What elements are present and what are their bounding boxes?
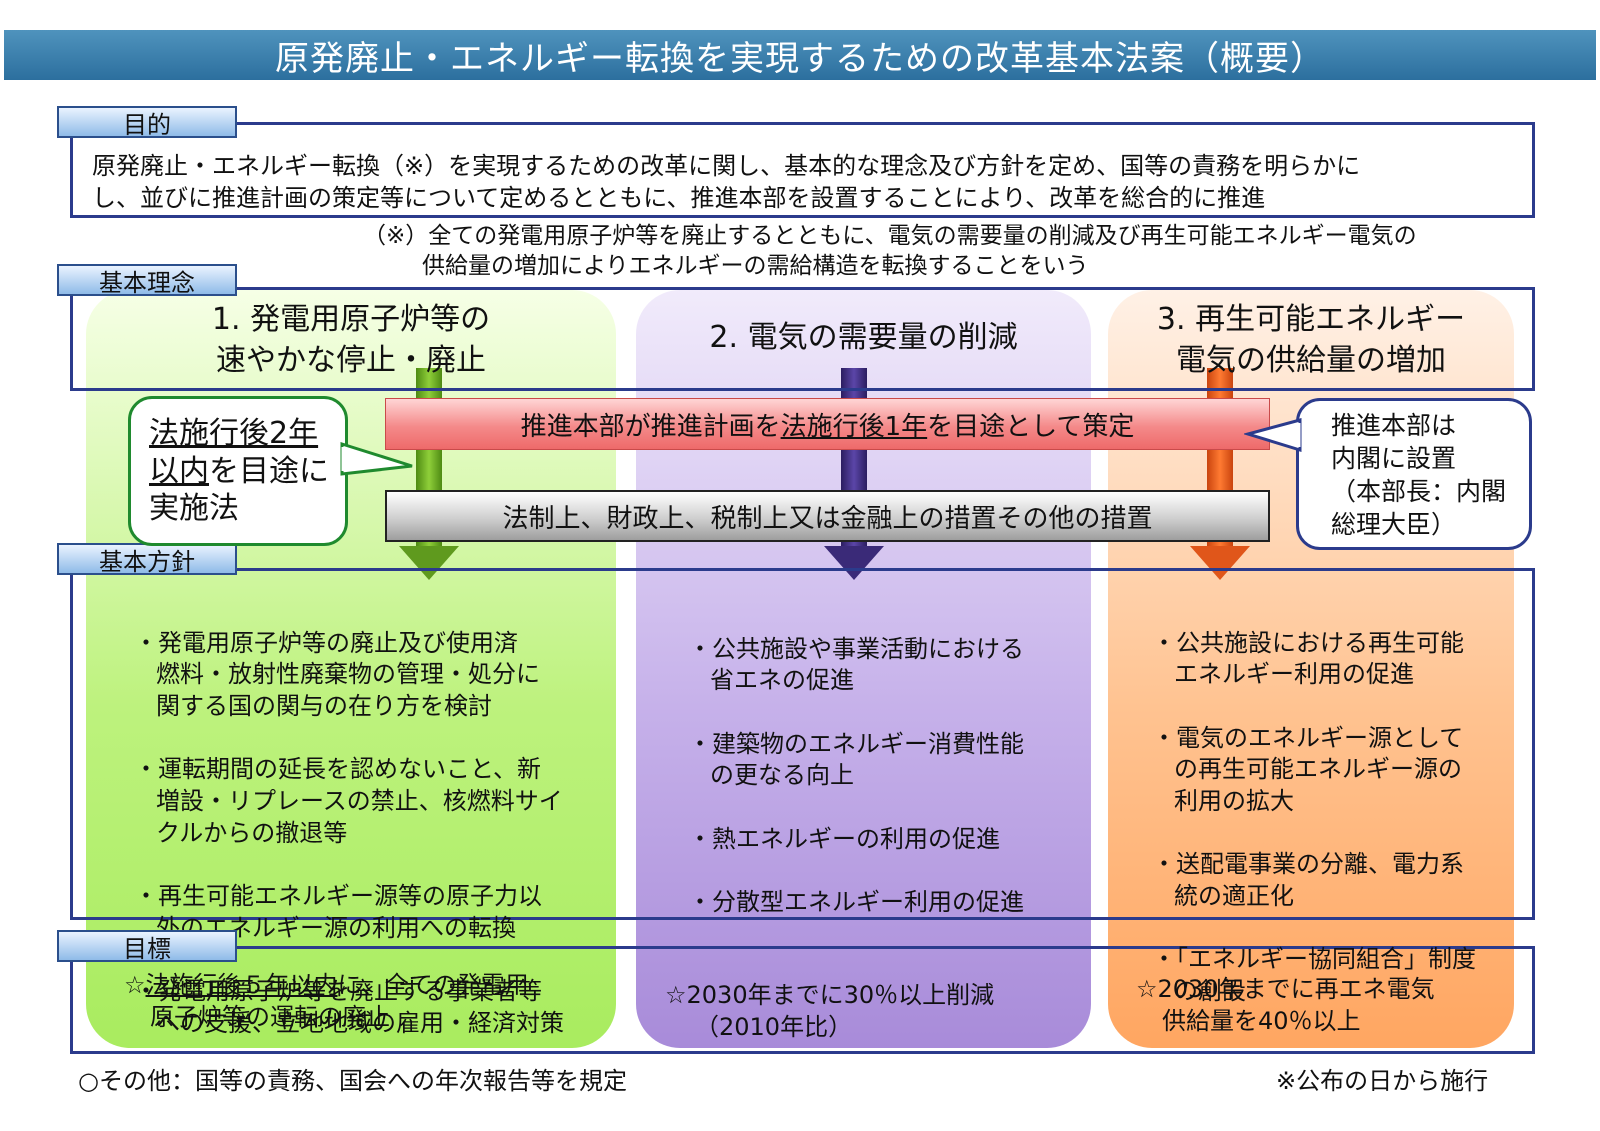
callout-implementation-law: 法施行後2年 以内を目途に 実施法 xyxy=(128,396,348,546)
principle-2: 2. 電気の需要量の削減 xyxy=(709,320,1018,355)
plan-bar-deadline: 法施行後1年 xyxy=(780,411,928,442)
policy-item: ・「エネルギー協同組合」制度 の創設 xyxy=(1152,945,1476,1006)
callout-left-line-2-text: を目途に xyxy=(209,453,329,489)
goal-1-deadline: 法施行後５年以内 xyxy=(145,971,338,999)
purpose-note-2: 供給量の増加によりエネルギーの需給構造を転換することをいう xyxy=(422,253,1089,279)
policy-item: ・送配電事業の分離、電力系 統の適正化 xyxy=(1152,850,1464,911)
policy-item: ・熱エネルギーの利用の促進 xyxy=(688,824,1000,853)
purpose-note-1: （※）全ての発電用原子炉等を廃止するとともに、電気の需要量の削減及び再生可能エネ… xyxy=(363,223,1417,249)
goal-3: ☆2030年までに再エネ電気 供給量を40％以上 xyxy=(1136,974,1435,1037)
policy-item: ・建築物のエネルギー消費性能 の更なる向上 xyxy=(688,729,1024,790)
arrow-head-3 xyxy=(1190,546,1250,580)
purpose-text: 原発廃止・エネルギー転換（※）を実現するための改革に関し、基本的な理念及び方針を… xyxy=(92,150,1360,215)
callout-left-line-1: 法施行後2年 xyxy=(149,415,345,453)
policy-item: ・発電用原子炉等の廃止及び使用済 燃料・放射性廃棄物の管理・処分に 関する国の関… xyxy=(134,628,540,721)
measures-bar: 法制上、財政上、税制上又は金融上の措置その他の措置 xyxy=(385,490,1270,542)
callout-left-pointer xyxy=(340,441,413,476)
principle-3-line-1: 3. 再生可能エネルギー xyxy=(1156,302,1466,337)
section-label-principles: 基本理念 xyxy=(57,264,237,297)
callout-left-line-2: 以内を目途に xyxy=(149,453,345,491)
purpose-line-2: し、並びに推進計画の策定等について定めるとともに、推進本部を設置することにより、… xyxy=(92,184,1266,213)
callout-left-line-3: 実施法 xyxy=(149,491,239,526)
arrow-head-2 xyxy=(824,546,884,580)
purpose-line-1: 原発廃止・エネルギー転換（※）を実現するための改革に関し、基本的な理念及び方針を… xyxy=(92,152,1361,180)
callout-right-line-3: （本部長：内閣 xyxy=(1331,477,1507,506)
policy-item: ・公共施設や事業活動における 省エネの促進 xyxy=(688,634,1024,695)
callout-right-line-4: 総理大臣） xyxy=(1331,510,1457,539)
plan-bar-post: を目途として策定 xyxy=(927,411,1135,442)
footer-other: ○その他：国等の責務、国会への年次報告等を規定 xyxy=(78,1067,627,1095)
goal-1-line-1-text: に、全ての発電用 xyxy=(337,971,529,999)
goal-2-line-1: ☆2030年までに30％以上削減 xyxy=(665,981,995,1009)
callout-right-line-1: 推進本部は xyxy=(1331,411,1457,440)
callout-right-pointer xyxy=(1244,418,1302,453)
footer-enforcement: ※公布の日から施行 xyxy=(1276,1067,1489,1095)
principle-3: 3. 再生可能エネルギー 電気の供給量の増加 xyxy=(1108,300,1514,381)
policy-item: ・電気のエネルギー源として の再生可能エネルギー源の 利用の拡大 xyxy=(1152,723,1464,816)
policy-item: ・発電用原子炉等を廃止する事業者等 への支援、立地地域の雇用・経済対策 xyxy=(134,977,564,1037)
section-label-goals: 目標 xyxy=(57,930,237,963)
principles-band xyxy=(70,287,1535,391)
goal-1: ☆法施行後５年以内に、全ての発電用 原子炉等の運転の廃止 xyxy=(124,970,529,1033)
goal-2-line-2: （2010年比） xyxy=(695,1012,853,1041)
star-icon: ☆ xyxy=(124,971,146,999)
section-label-policies: 基本方針 xyxy=(57,543,237,576)
policies-col-2: ・公共施設や事業活動における 省エネの促進 ・建築物のエネルギー消費性能 の更な… xyxy=(688,602,1088,950)
goals-band xyxy=(70,946,1535,1054)
goal-1-line-1: ☆法施行後５年以内に、全ての発電用 xyxy=(124,970,529,1002)
principle-1-line-2: 速やかな停止・廃止 xyxy=(216,342,486,378)
goal-3-line-2: 供給量を40％以上 xyxy=(1162,1006,1361,1035)
goal-3-line-1: ☆2030年までに再エネ電気 xyxy=(1136,975,1435,1003)
section-label-purpose: 目的 xyxy=(57,106,237,139)
policy-item: ・運転期間の延長を認めないこと、新 増設・リプレースの禁止、核燃料サイ クルから… xyxy=(134,755,563,847)
page-title: 原発廃止・エネルギー転換を実現するための改革基本法案（概要） xyxy=(4,30,1596,80)
purpose-band xyxy=(70,122,1535,218)
policy-item: ・再生可能エネルギー源等の原子力以 外のエネルギー源の利用への転換 xyxy=(134,882,542,942)
callout-left-line-2-underlined: 以内 xyxy=(149,453,209,489)
plan-bar-pre: 推進本部が推進計画を xyxy=(520,411,781,442)
policy-item: ・分散型エネルギー利用の促進 xyxy=(688,888,1024,917)
policies-col-1: ・発電用原子炉等の廃止及び使用済 燃料・放射性廃棄物の管理・処分に 関する国の関… xyxy=(134,596,604,1071)
callout-left-line-1-text: 法施行後2年 xyxy=(149,416,319,451)
policies-band xyxy=(70,568,1535,920)
policy-item: ・公共施設における再生可能 エネルギー利用の促進 xyxy=(1152,628,1464,689)
goal-1-line-2: 原子炉等の運転の廃止 xyxy=(150,1002,390,1031)
principle-1-line-1: 1. 発電用原子炉等の xyxy=(211,302,491,337)
goal-2: ☆2030年までに30％以上削減 （2010年比） xyxy=(665,980,994,1043)
callout-right-line-2: 内閣に設置 xyxy=(1331,444,1457,473)
principle-3-line-2: 電気の供給量の増加 xyxy=(1176,342,1446,378)
callout-headquarters: 推進本部は 内閣に設置 （本部長：内閣 総理大臣） xyxy=(1296,398,1532,550)
principle-1: 1. 発電用原子炉等の 速やかな停止・廃止 xyxy=(86,300,616,381)
policies-col-3: ・公共施設における再生可能 エネルギー利用の促進 ・電気のエネルギー源として の… xyxy=(1152,596,1512,1039)
arrow-head-1 xyxy=(399,546,459,580)
plan-bar: 推進本部が推進計画を法施行後1年を目途として策定 xyxy=(385,398,1270,450)
